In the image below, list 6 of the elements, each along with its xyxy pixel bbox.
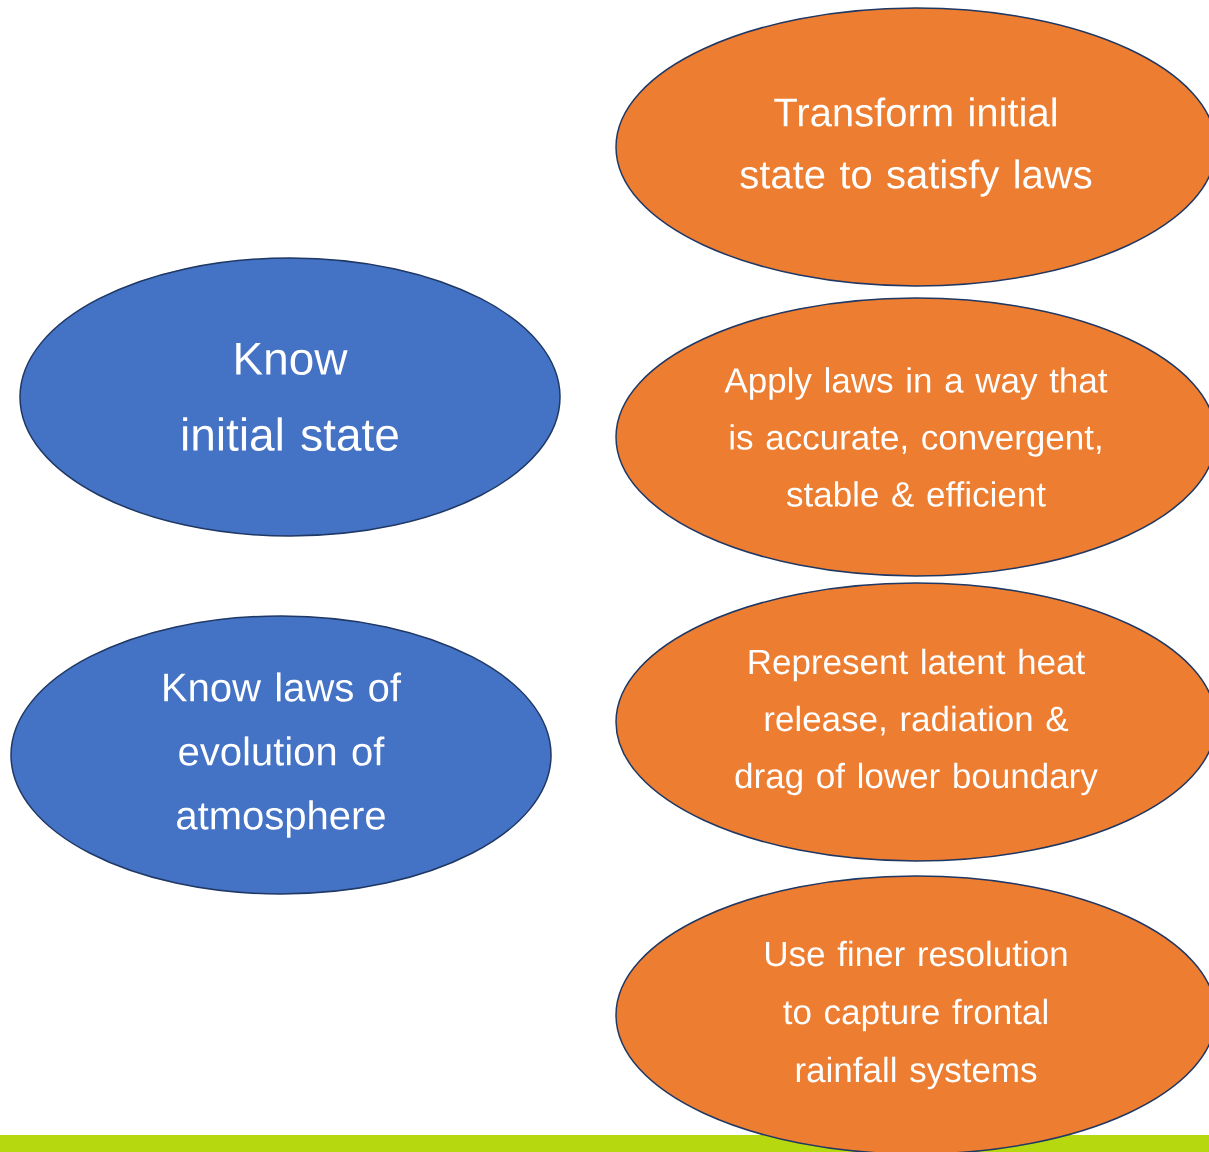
ellipse-node: Apply laws in a way that is accurate, convergent, stable & efficient (615, 297, 1209, 577)
ellipse-node: Know initial state (19, 257, 561, 537)
ellipse-node: Use finer resolution to capture frontal rainfall systems (615, 875, 1209, 1152)
ellipse-node: Represent latent heat release, radiation & drag of lower boundary (615, 582, 1209, 862)
ellipse-node: Know laws of evolution of atmosphere (10, 615, 552, 895)
ellipse-node: Transform initial state to satisfy laws (615, 7, 1209, 287)
